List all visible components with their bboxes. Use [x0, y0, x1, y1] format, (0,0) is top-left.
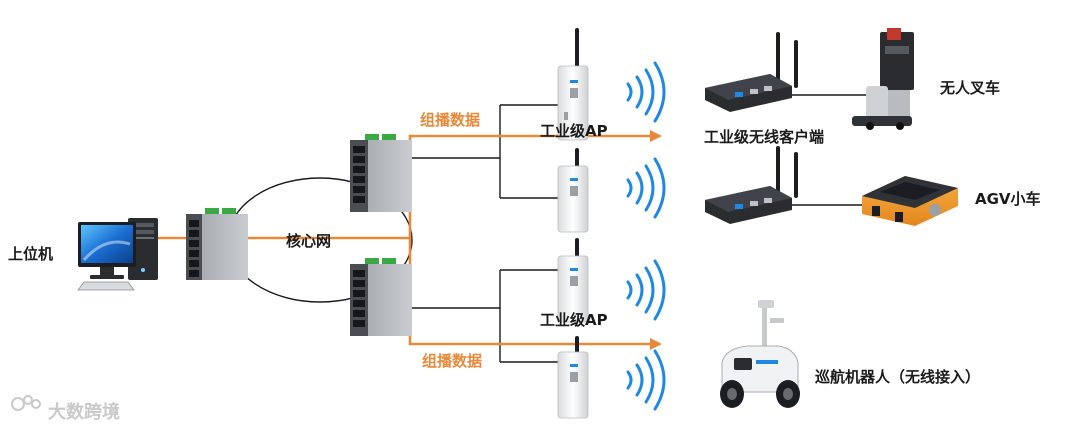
ap-icon [557, 148, 589, 233]
watermark-text: 大数跨境 [48, 402, 120, 423]
ap-icon [557, 238, 589, 323]
core-network-label: 核心网 [286, 232, 332, 250]
wifi-waves-icon [626, 259, 666, 321]
wireless-client-icon [705, 146, 798, 224]
ap-label-top: 工业级AP [540, 122, 608, 140]
computer-icon [77, 218, 158, 291]
switch-icon [186, 208, 248, 280]
wifi-waves-icon [626, 349, 666, 411]
switch-icon [350, 258, 412, 336]
flow-arrowhead-bottom [650, 338, 662, 350]
wifi-waves-icon [626, 157, 666, 219]
ap-icon [557, 28, 589, 141]
forklift-icon [852, 28, 914, 130]
ap-label-bottom: 工业级AP [540, 311, 608, 329]
forklift-label: 无人叉车 [940, 79, 1001, 97]
wireless-client-label: 工业级无线客户端 [704, 128, 825, 146]
watermark-logo-icon [11, 395, 41, 411]
flow-branch [398, 134, 652, 240]
wireless-client-icon [705, 32, 798, 112]
host-label: 上位机 [8, 245, 54, 263]
multicast-label-bottom: 组播数据 [422, 352, 483, 370]
ap-icon [557, 336, 589, 419]
agv-label: AGV小车 [975, 190, 1041, 208]
multicast-label-top: 组播数据 [420, 111, 481, 129]
patrol-robot-icon [720, 300, 800, 408]
flow-arrowhead-top [650, 130, 662, 142]
patrol-robot-label: 巡航机器人（无线接入） [815, 368, 981, 386]
agv-icon [862, 176, 958, 226]
switch-icon [350, 134, 412, 212]
flow-branch-lower [408, 238, 652, 346]
black-links [227, 94, 870, 363]
wifi-waves-icon [626, 61, 666, 123]
